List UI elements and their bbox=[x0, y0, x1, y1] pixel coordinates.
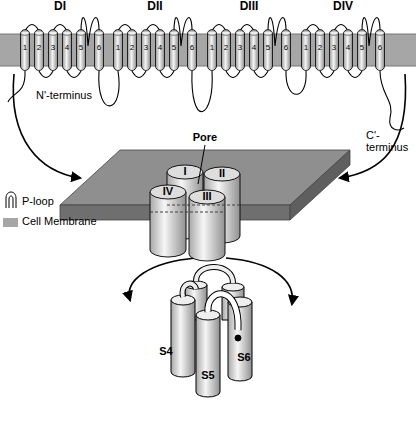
segment-number: 6 bbox=[284, 44, 288, 52]
segment-number: 2 bbox=[37, 44, 41, 52]
domain-number: III bbox=[202, 191, 211, 203]
segment-number: 3 bbox=[332, 44, 336, 52]
segment-number: 4 bbox=[252, 44, 256, 52]
pore-leader bbox=[198, 145, 205, 184]
segment-number: 6 bbox=[190, 44, 194, 52]
segment-number: 4 bbox=[65, 44, 69, 52]
segment-number: 1 bbox=[23, 44, 27, 52]
segment-number: 3 bbox=[238, 44, 242, 52]
segment-number: 5 bbox=[360, 44, 364, 52]
segment-number: 6 bbox=[378, 44, 382, 52]
p-loop-icon bbox=[6, 192, 16, 208]
domain-number: I bbox=[183, 166, 186, 178]
pore-label: Pore bbox=[193, 132, 217, 144]
segment-number: 2 bbox=[224, 44, 228, 52]
domain-label: DIV bbox=[333, 0, 353, 13]
segment-name: S4 bbox=[159, 346, 172, 358]
domain-label: DII bbox=[147, 0, 162, 13]
segment-number: 1 bbox=[210, 44, 214, 52]
terminus-label: N'-terminus bbox=[36, 90, 92, 102]
segment-number: 6 bbox=[97, 44, 101, 52]
segment-number: 3 bbox=[51, 44, 55, 52]
segment-number: 1 bbox=[304, 44, 308, 52]
helix-segments bbox=[21, 30, 385, 71]
domain-number: II bbox=[219, 168, 225, 180]
terminus-label: C'-terminus bbox=[366, 130, 410, 153]
segment-number: 5 bbox=[172, 44, 176, 52]
loops bbox=[8, 18, 404, 130]
domain-label: DI bbox=[54, 0, 66, 13]
segment-number: 4 bbox=[158, 44, 162, 52]
helix-cluster bbox=[171, 267, 252, 397]
segment-number: 4 bbox=[346, 44, 350, 52]
segment-number: 5 bbox=[79, 44, 83, 52]
segment-number: 2 bbox=[130, 44, 134, 52]
segment-number: 1 bbox=[116, 44, 120, 52]
domain-label: DIII bbox=[240, 0, 259, 13]
segment-name: S6 bbox=[237, 352, 250, 364]
legend-swatch bbox=[3, 218, 18, 227]
legend-text: P-loop bbox=[22, 196, 54, 208]
pore-cylinders bbox=[150, 165, 240, 261]
segment-number: 3 bbox=[144, 44, 148, 52]
legend-text: Cell Membrane bbox=[22, 216, 97, 228]
segment-number: 2 bbox=[318, 44, 322, 52]
curved-arrows bbox=[13, 74, 405, 304]
domain-number: IV bbox=[163, 186, 173, 198]
segment-name: S5 bbox=[201, 370, 214, 382]
segment-number: 5 bbox=[266, 44, 270, 52]
